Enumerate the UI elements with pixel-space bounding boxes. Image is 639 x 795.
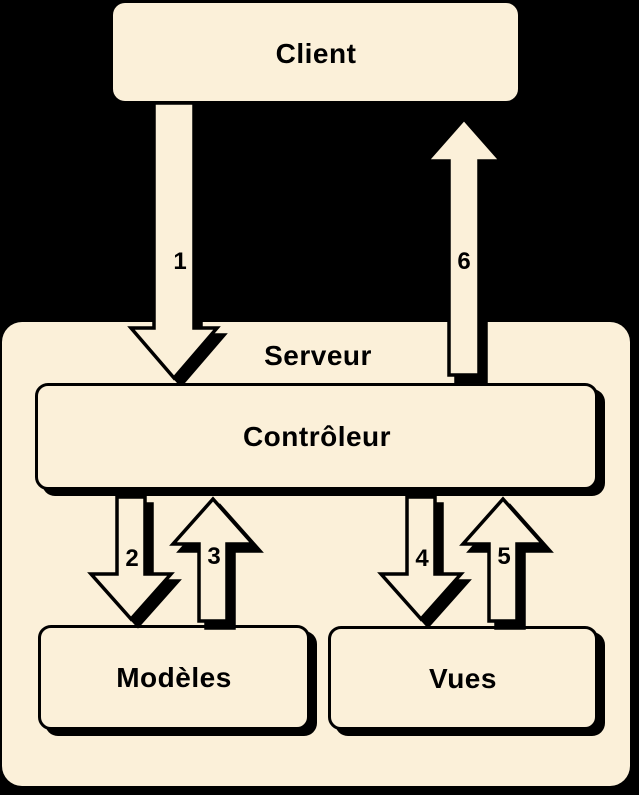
- vues-label: Vues: [429, 663, 497, 694]
- arrow-2-controleur-to-modeles-icon: [87, 495, 182, 629]
- arrow-6-number: 6: [457, 248, 471, 275]
- arrow-5-number: 5: [497, 543, 511, 570]
- arrow-1-number: 1: [173, 248, 187, 275]
- arrow-6-controleur-to-client-icon: [423, 116, 512, 384]
- arrow-3-number: 3: [207, 543, 221, 570]
- controleur-box: [35, 383, 598, 490]
- modeles-box: [38, 625, 310, 730]
- serveur-label: Serveur: [264, 340, 372, 371]
- controleur-label: Contrôleur: [242, 421, 392, 452]
- arrow-5-vues-to-controleur-icon: [459, 496, 554, 630]
- arrow-3-modeles-to-controleur-icon: [169, 496, 264, 630]
- client-box: [113, 3, 518, 101]
- modeles-label: Modèles: [116, 662, 232, 693]
- arrow-4-controleur-to-vues-icon: [377, 495, 472, 629]
- arrow-1-client-to-controleur-icon: [127, 101, 228, 388]
- client-label: Client: [275, 38, 357, 69]
- arrow-2-number: 2: [125, 545, 139, 572]
- arrow-4-number: 4: [415, 545, 429, 572]
- vues-box: [328, 626, 598, 730]
